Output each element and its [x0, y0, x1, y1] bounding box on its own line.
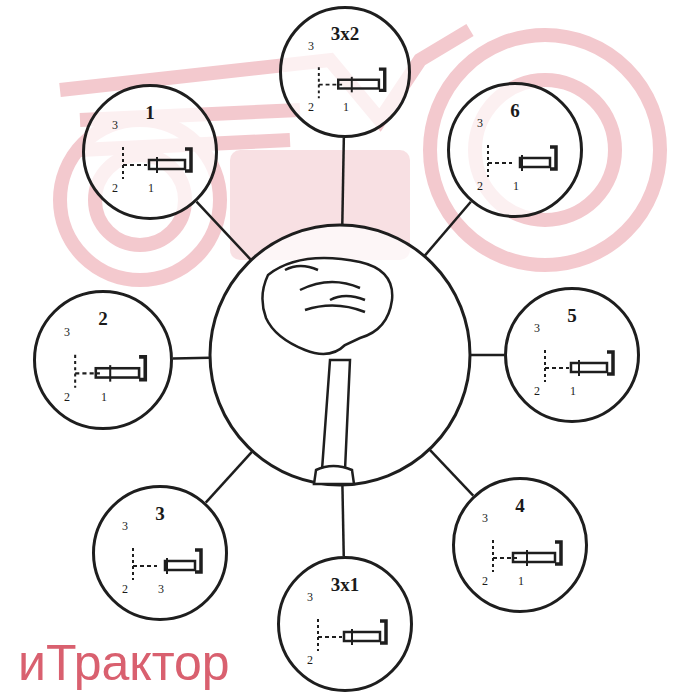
spoke-line [342, 485, 343, 556]
spoke-line [424, 202, 470, 256]
callout-number: 2 [122, 583, 128, 595]
gear-circle: 2 3 2 1 [33, 290, 173, 430]
gear-circle: 3x1 3 2 [277, 556, 413, 692]
callout-number: 1 [570, 385, 576, 397]
gear-number: 4 [515, 496, 525, 515]
lever-circle [210, 225, 470, 485]
callout-number: 2 [112, 182, 118, 194]
callout-number: 3 [308, 40, 314, 52]
callout-number: 2 [482, 575, 488, 587]
callout-number: 3 [158, 583, 164, 595]
callout-number: 1 [148, 182, 154, 194]
callout-number: 2 [534, 385, 540, 397]
callout-number: 2 [64, 391, 70, 403]
gear-circle: 4 3 2 1 [452, 477, 588, 613]
gear-circle: 3x2 3 2 1 [279, 6, 411, 138]
spoke-line [429, 449, 473, 495]
gear-circle: 1 3 2 1 [82, 84, 218, 220]
callout-number: 2 [477, 180, 483, 192]
callout-number: 2 [307, 654, 313, 666]
gear-number: 3 [155, 504, 165, 523]
gear-circle: 3 3 2 3 [92, 485, 228, 621]
callout-number: 3 [112, 119, 118, 131]
callout-number: 1 [101, 391, 107, 403]
callout-number: 1 [343, 101, 349, 113]
callout-number: 3 [534, 322, 540, 334]
spoke-line [206, 451, 253, 502]
gear-number: 1 [145, 103, 155, 122]
callout-number: 2 [308, 101, 314, 113]
gear-number: 3x2 [331, 24, 360, 43]
gear-number: 6 [510, 101, 520, 120]
gear-number: 5 [567, 306, 577, 325]
gear-number: 2 [98, 309, 108, 328]
callout-number: 3 [307, 591, 313, 603]
callout-number: 3 [64, 326, 70, 338]
watermark-text: иТрактор [18, 638, 230, 688]
spoke-line [342, 138, 344, 225]
hand-on-lever [262, 258, 392, 484]
spoke-line [173, 356, 210, 359]
spoke-line [196, 202, 251, 260]
gear-number: 3x1 [331, 575, 360, 594]
callout-number: 1 [518, 575, 524, 587]
callout-number: 3 [122, 520, 128, 532]
callout-number: 3 [482, 512, 488, 524]
gear-circle: 6 3 2 1 [447, 82, 583, 218]
gear-circle: 5 3 2 1 [504, 287, 640, 423]
spoke-line [470, 354, 504, 357]
callout-number: 3 [477, 117, 483, 129]
callout-number: 1 [513, 180, 519, 192]
